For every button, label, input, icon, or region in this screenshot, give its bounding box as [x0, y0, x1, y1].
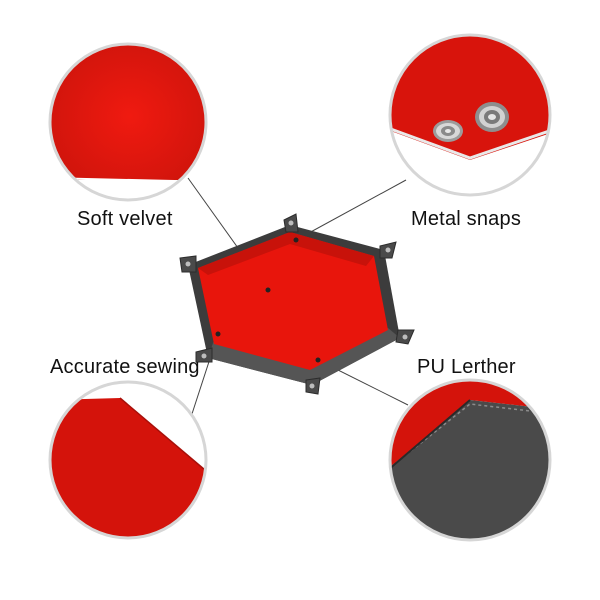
pu-leather-label: PU Lerther: [417, 356, 516, 378]
hexagonal-dice-tray: [179, 213, 415, 395]
accurate-sewing-label: Accurate sewing: [50, 356, 200, 378]
leather-closeup: [388, 378, 552, 542]
snaps-closeup: [388, 33, 552, 197]
metal-snaps-label: Metal snaps: [411, 208, 522, 230]
velvet-closeup: [48, 42, 208, 202]
metal-snap-icon: [475, 102, 509, 132]
metal-snap-icon: [433, 120, 463, 142]
sewing-closeup: [48, 380, 208, 540]
soft-velvet-label: Soft velvet: [77, 208, 173, 230]
